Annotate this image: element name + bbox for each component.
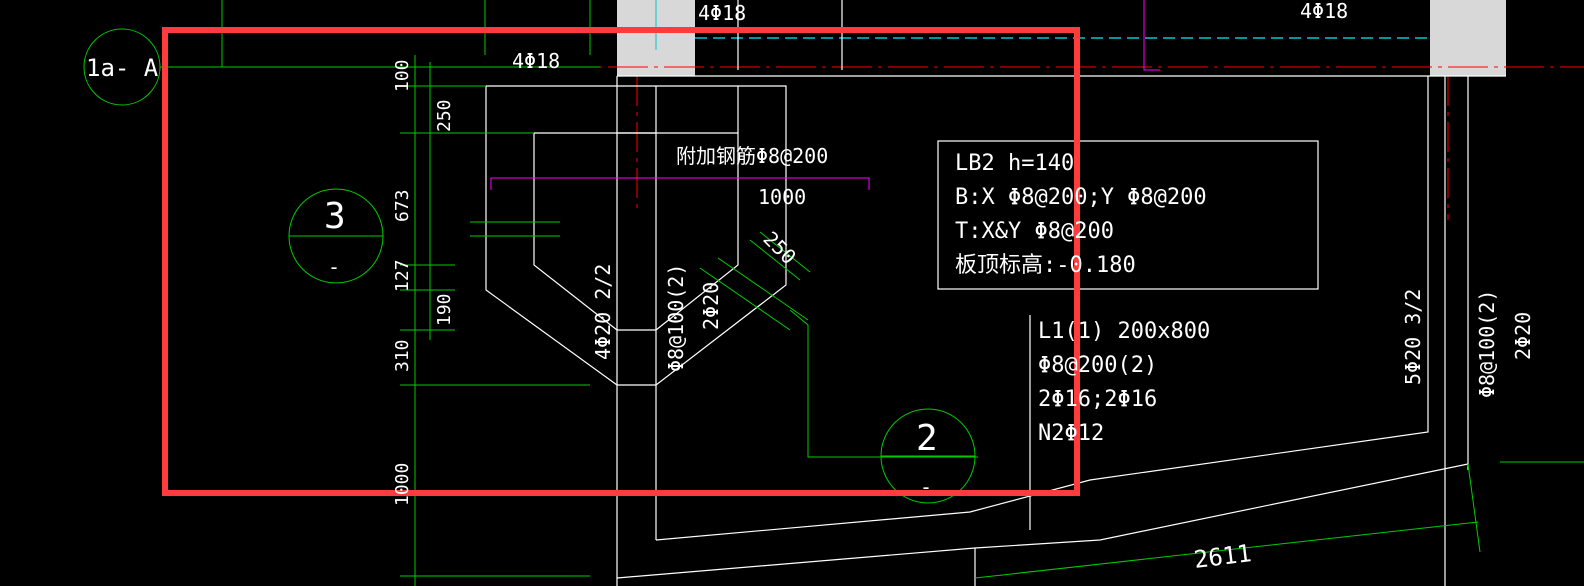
section-marker-3 — [288, 188, 384, 284]
dim-673: 673 — [392, 189, 413, 222]
dim-250: 250 — [434, 99, 455, 132]
structure-lines — [485, 0, 1506, 586]
magenta-top-mark — [1143, 0, 1160, 71]
rebar-label-axis: 4Φ18 — [512, 49, 560, 73]
beam-side-rebar: N2Φ12 — [1038, 421, 1104, 446]
dimension-chain — [400, 55, 590, 586]
slab-bottom-rebar: B:X Φ8@200;Y Φ8@200 — [955, 185, 1207, 210]
dim-100: 100 — [392, 59, 413, 92]
column-rebar-stirrup: Φ8@100(2) — [664, 264, 688, 372]
section-number-3: 3 — [324, 196, 346, 237]
rebar-label-right: 4Φ18 — [1300, 0, 1348, 23]
beam-name: L1(1) 200x800 — [1038, 319, 1210, 344]
width-1000-label: 1000 — [758, 185, 806, 209]
dim-1000: 1000 — [392, 463, 413, 506]
bottom-dimension-2611: 2611 — [1192, 539, 1253, 574]
slab-top-rebar: T:X&Y Φ8@200 — [955, 219, 1114, 244]
section-sub-3: - — [328, 255, 340, 279]
slab-title: LB2 h=140 — [955, 151, 1074, 176]
right-rebar-corner: 2Φ20 — [1511, 312, 1535, 360]
right-rebar-main: 5Φ20 3/2 — [1401, 289, 1425, 385]
column-rebar-main: 4Φ20 2/2 — [591, 264, 615, 360]
diag-dim-250: 250 — [758, 227, 801, 270]
section-marker-2 — [880, 408, 976, 504]
rebar-label-left: 4Φ18 — [698, 1, 746, 25]
column-rebar-corner: 2Φ20 — [699, 282, 723, 330]
highlight-box — [162, 27, 1080, 496]
beam-main-rebar: 2Φ16;2Φ16 — [1038, 387, 1157, 412]
axis-tag-circle — [83, 28, 161, 106]
diagonal-dimension — [699, 231, 1584, 579]
beam-stirrup: Φ8@200(2) — [1038, 353, 1157, 378]
dim-190: 190 — [434, 293, 455, 326]
axis-tag-text: 1a- A — [86, 54, 159, 82]
dim-310: 310 — [392, 339, 413, 372]
slab-elevation: 板顶标高:-0.180 — [955, 253, 1136, 278]
additional-rebar-note: 附加钢筋Φ8@200 — [676, 144, 828, 168]
section-number-2: 2 — [916, 418, 938, 459]
column-right — [1430, 0, 1506, 76]
section-sub-2: - — [920, 475, 932, 499]
magenta-bracket — [490, 177, 870, 190]
right-rebar-stirrup: Φ8@100(2) — [1475, 290, 1499, 398]
dim-127: 127 — [392, 259, 413, 292]
